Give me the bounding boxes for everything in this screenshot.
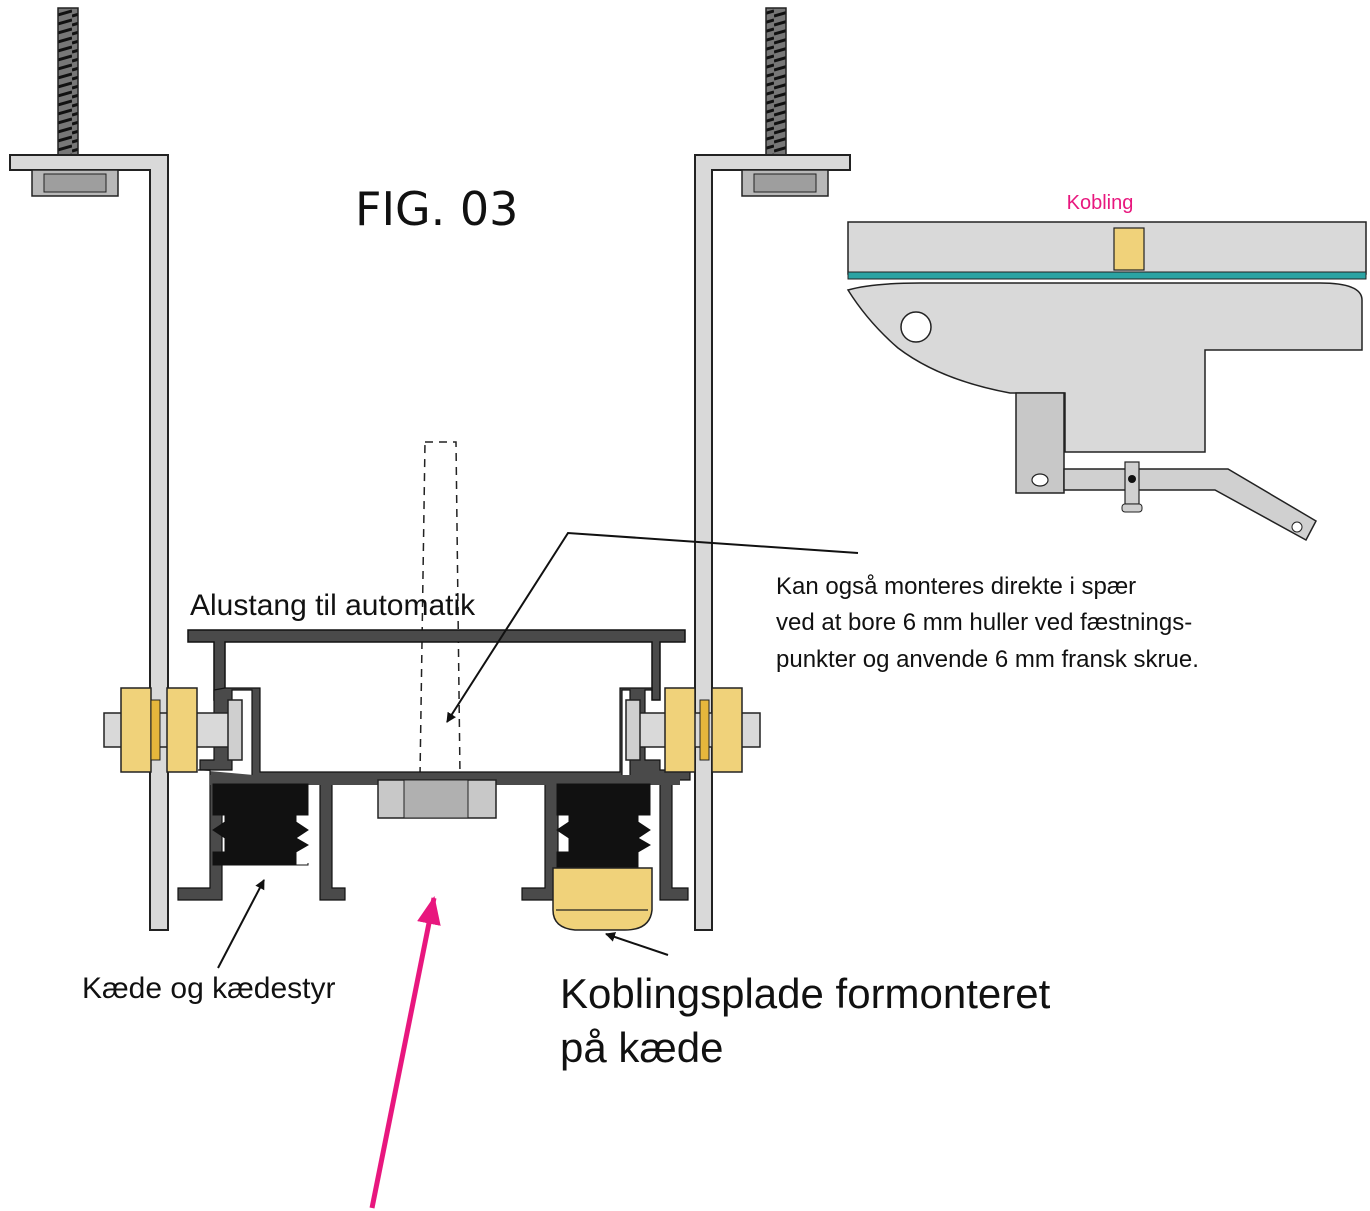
- coupling-plate-label-line-2: på kæde: [560, 1024, 723, 1071]
- right-threaded-rod: [765, 7, 787, 157]
- inset-rail: [847, 221, 1367, 275]
- right-chain-coupling: [552, 783, 653, 931]
- left-threaded-rod: [57, 7, 79, 157]
- coupling-plate-leader: [605, 932, 669, 956]
- coupling-plate-label-line-1: Koblingsplade formonteret: [560, 970, 1051, 1017]
- inset-lever-arm: [1063, 468, 1317, 542]
- right-bracket-plate: [694, 154, 851, 931]
- left-hanger-bracket: [9, 7, 169, 931]
- center-nut: [377, 779, 497, 819]
- coupling-inset: Kobling: [846, 192, 1367, 542]
- left-nut-inner: [166, 687, 198, 773]
- mounting-note-line-1: Kan også monteres direkte i spær: [776, 573, 1136, 600]
- inset-teal-strip: [847, 271, 1367, 280]
- figure-title: FIG. 03: [355, 182, 518, 236]
- right-hanger-bracket: [694, 7, 851, 931]
- pink-pointer-arrow: [369, 896, 441, 1209]
- left-bracket-plate: [9, 154, 169, 931]
- mounting-note-line-3: punkter og anvende 6 mm fransk skrue.: [776, 646, 1199, 673]
- chain-guide-label: Kæde og kædestyr: [82, 972, 335, 1005]
- alustang-label: Alustang til automatik: [190, 589, 476, 622]
- left-nut-outer: [120, 687, 152, 773]
- note-leader-line: [446, 531, 859, 723]
- inset-hole: [900, 311, 932, 343]
- mounting-note-line-2: ved at bore 6 mm huller ved fæstnings-: [776, 609, 1192, 636]
- inset-bracket: [1015, 392, 1065, 494]
- inset-carriage: [846, 282, 1363, 453]
- chain-guide-leader: [217, 879, 265, 969]
- left-chain-block: [212, 783, 309, 866]
- right-nut-outer: [711, 687, 743, 773]
- inset-coupling-block: [1113, 227, 1145, 271]
- right-nut-inner: [664, 687, 696, 773]
- coupling-plate: [552, 867, 653, 931]
- right-bolt-assembly: [625, 687, 761, 773]
- left-washer: [227, 699, 243, 761]
- left-bolt-assembly: [103, 687, 243, 773]
- inset-coupling-label: Kobling: [1067, 192, 1134, 214]
- right-washer: [625, 699, 641, 761]
